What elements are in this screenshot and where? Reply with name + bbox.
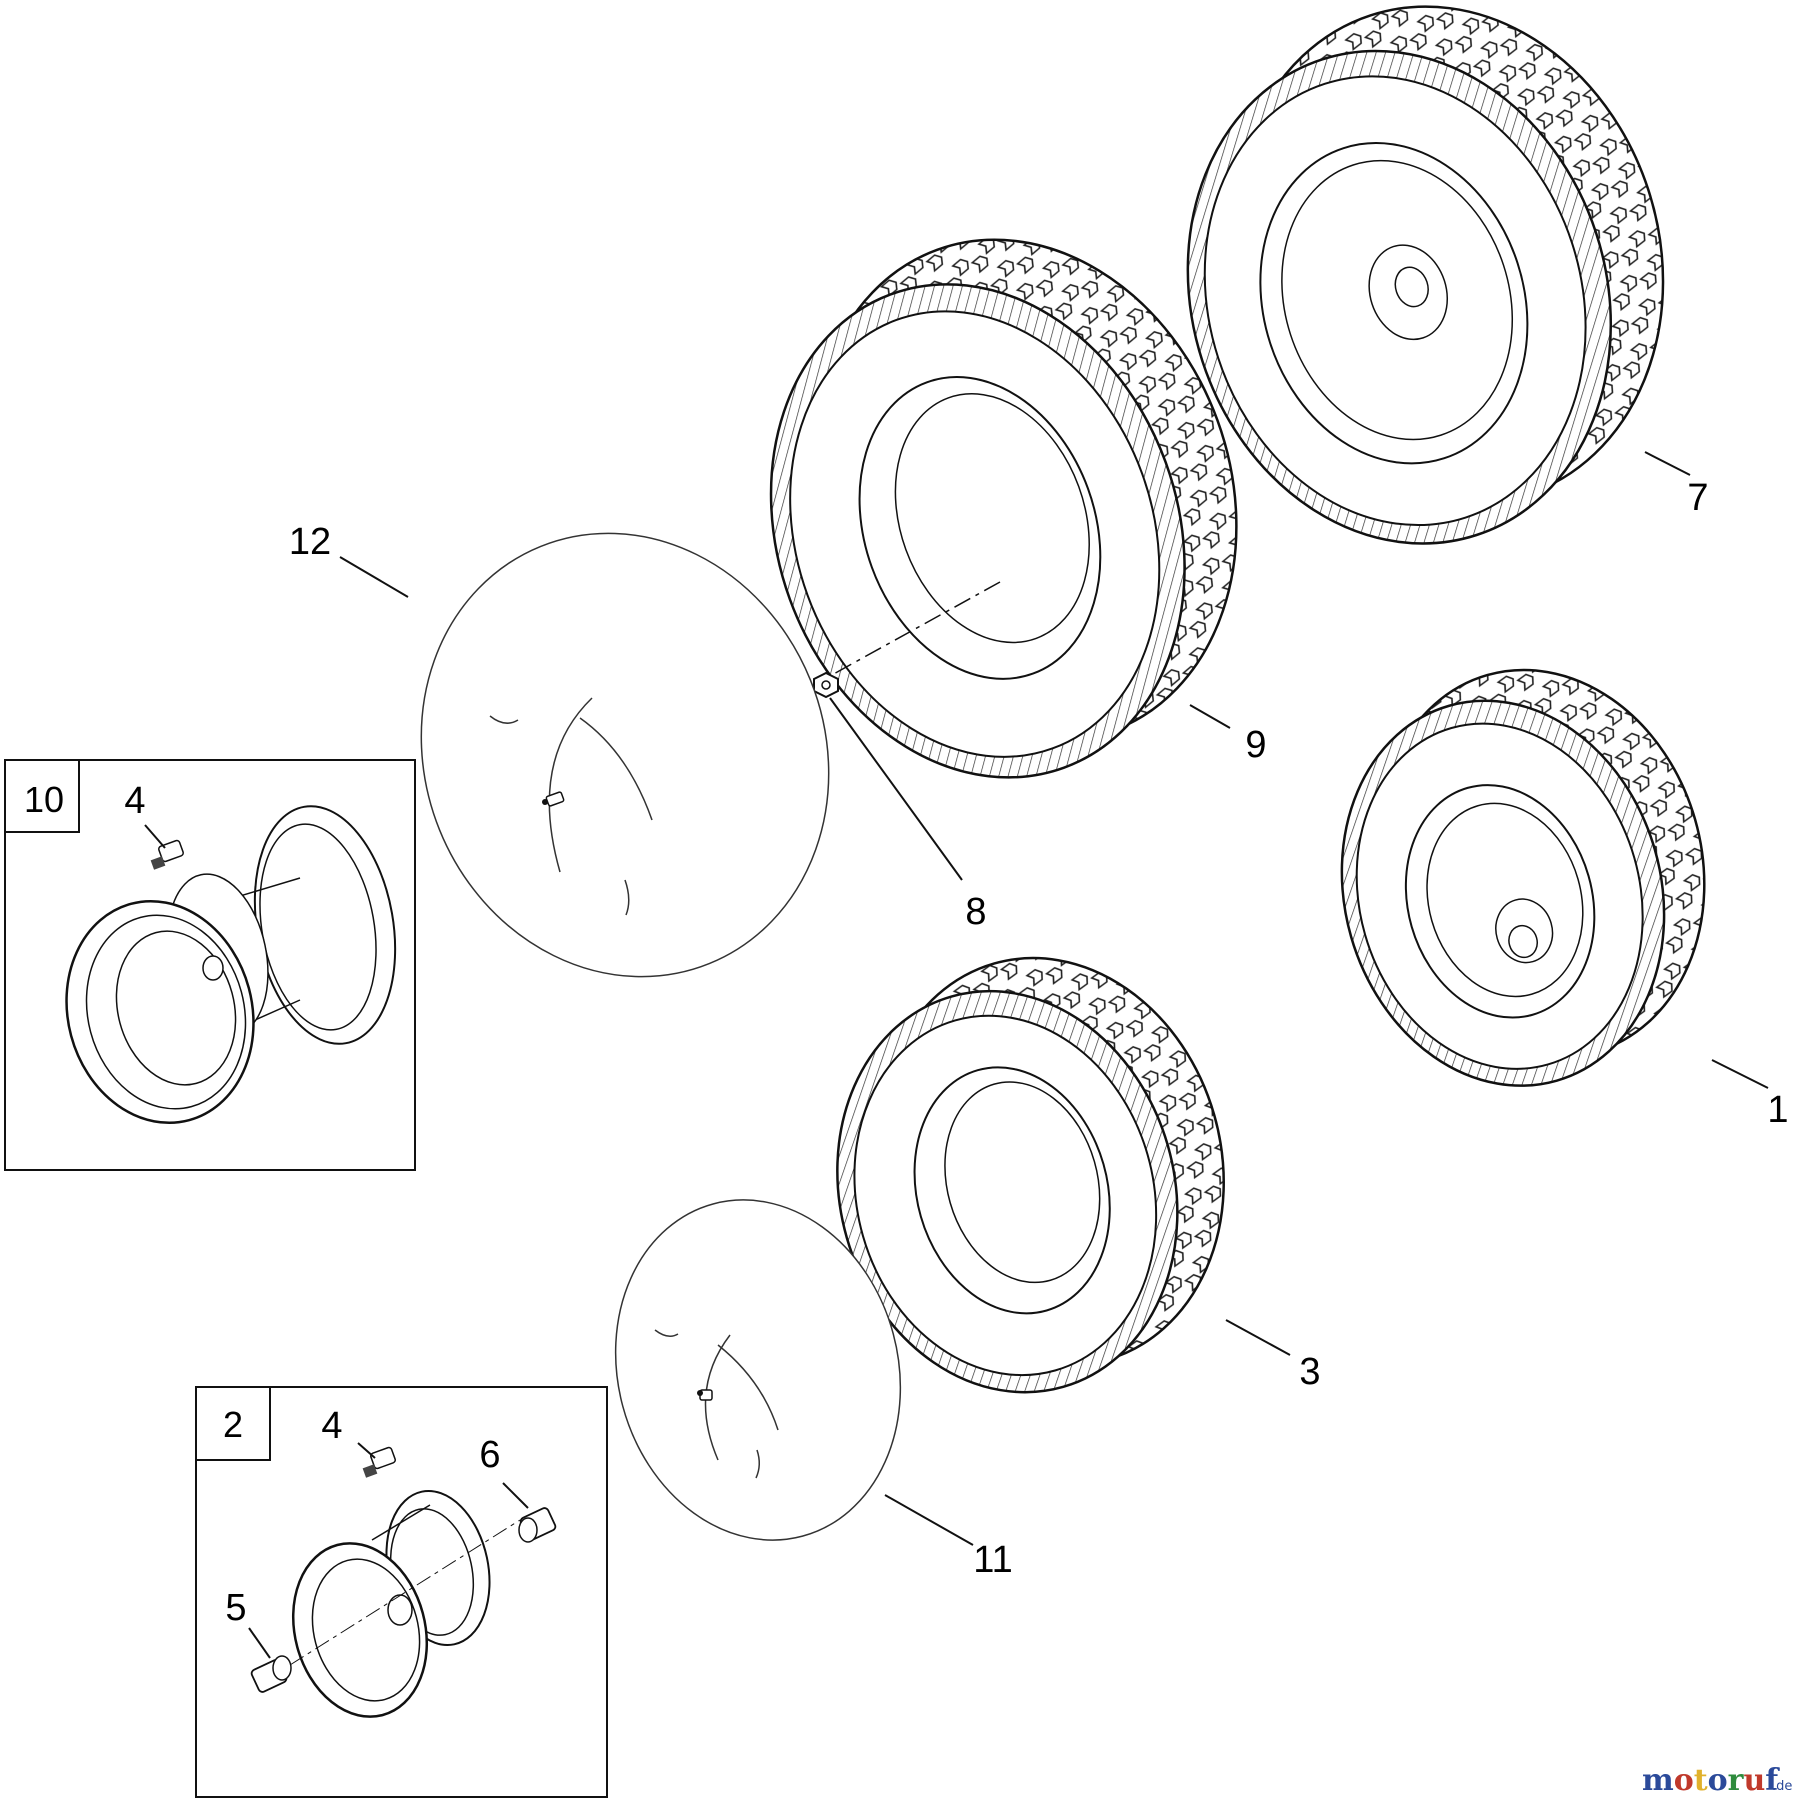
nut-8 (813, 671, 839, 699)
valve-stem-icon (542, 791, 565, 807)
callout-4-rear: 4 (124, 780, 145, 822)
watermark-letter: o (1708, 1763, 1728, 1798)
callout-8: 8 (965, 891, 986, 933)
bushing-6-icon (518, 1507, 557, 1543)
front-tire-3 (836, 956, 1225, 1394)
callout-2: 2 (223, 1404, 243, 1445)
watermark-letter: f (1765, 1763, 1780, 1798)
callout-12: 12 (289, 521, 331, 563)
watermark-letter: t (1694, 1763, 1708, 1798)
valve-stem-icon (150, 839, 184, 870)
watermark-letter: r (1728, 1763, 1745, 1798)
valve-stem-icon (697, 1389, 713, 1401)
watermark-letter: o (1674, 1763, 1694, 1798)
watermark-letter: u (1743, 1763, 1765, 1798)
callout-4-front: 4 (321, 1405, 342, 1447)
callout-9: 9 (1245, 724, 1266, 766)
inner-tube-11 (614, 1199, 902, 1541)
bushing-5-icon (250, 1655, 292, 1693)
callout-1: 1 (1767, 1089, 1788, 1131)
rear-tire-9 (769, 238, 1238, 779)
watermark-brand: motoruf (1642, 1763, 1780, 1798)
front-wheel-rim-box (195, 1386, 608, 1798)
tire-wheel-assembly-1 (1340, 668, 1706, 1087)
callout-7: 7 (1687, 477, 1708, 519)
tire-wheel-assembly-7 (1186, 5, 1665, 545)
inner-tube-12 (420, 532, 830, 978)
callout-6: 6 (479, 1434, 500, 1476)
watermark-letter: m (1642, 1763, 1674, 1798)
callout-5: 5 (225, 1587, 246, 1629)
rear-wheel-rim-icon (65, 805, 397, 1125)
valve-stem-icon (362, 1446, 396, 1478)
callout-11: 11 (973, 1539, 1012, 1581)
watermark-suffix: .de (1772, 1779, 1792, 1794)
callout-3: 3 (1299, 1351, 1320, 1393)
leader-lines (144, 451, 1769, 1659)
watermark-logo: motoruf .de (1642, 1763, 1792, 1798)
rear-wheel-rim-box (4, 759, 416, 1171)
callout-10: 10 (24, 779, 64, 820)
front-wheel-rim-icon (289, 1489, 521, 1718)
